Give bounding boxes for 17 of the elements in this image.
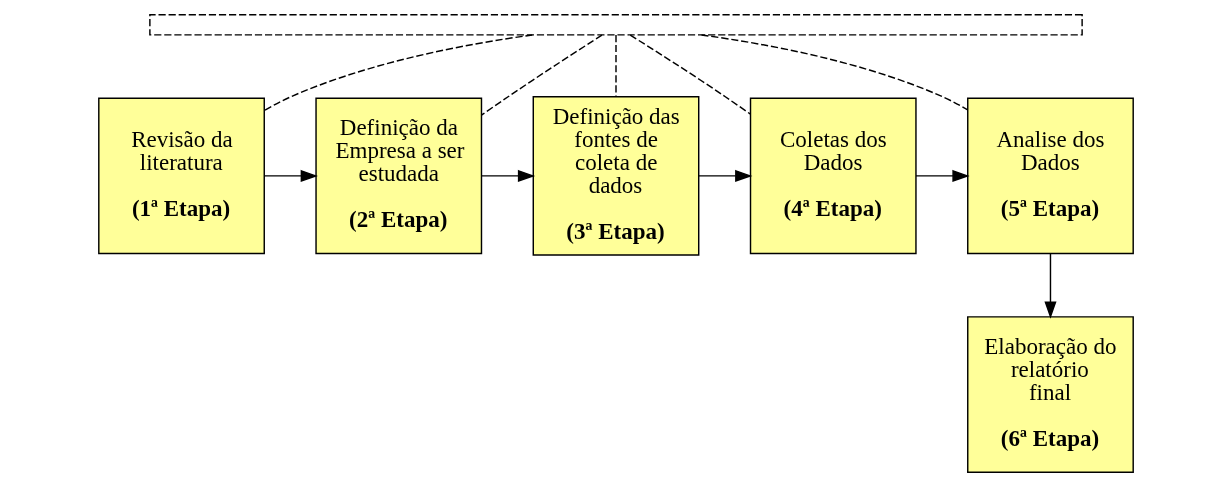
arrow	[1044, 252, 1057, 319]
connector	[629, 33, 752, 115]
arrow	[915, 169, 970, 182]
node-box: Analise dos Dados (5ª Etapa)	[967, 97, 1134, 254]
connector	[480, 34, 603, 116]
node-box: Definição da Empresa a ser estudada (2ª Etapa)	[315, 97, 483, 254]
node-box: Revisão da literatura (1ª Etapa)	[98, 97, 265, 254]
node-box: Definição das fontes de coleta de dados (3ª Etapa)	[532, 95, 700, 256]
connector	[264, 33, 533, 111]
connector	[615, 33, 617, 97]
arrow	[263, 169, 318, 182]
node-box: Elaboração do relatório final (6ª Etapa)	[967, 315, 1134, 473]
node-box	[149, 13, 1083, 36]
arrow	[698, 169, 753, 182]
connector	[700, 33, 969, 111]
node-box: Coletas dos Dados (4ª Etapa)	[749, 97, 917, 254]
arrow	[480, 169, 536, 182]
